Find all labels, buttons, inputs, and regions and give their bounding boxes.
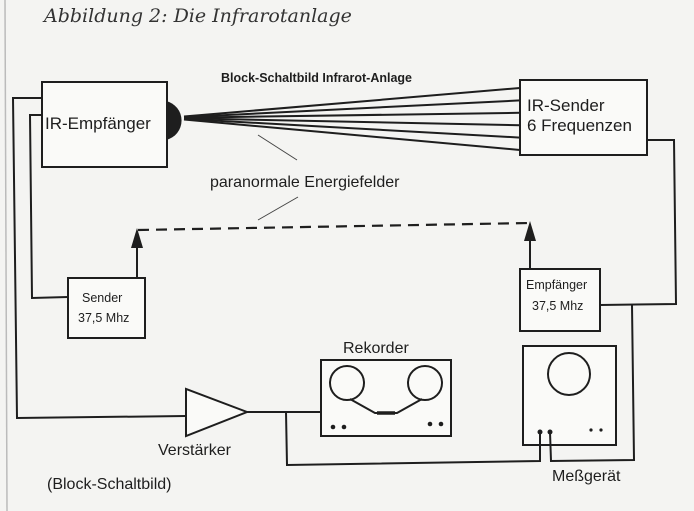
receiver-label-line1: Empfänger [526, 278, 587, 292]
ir-sender-label-line2: 6 Frequenzen [527, 116, 632, 135]
ir-receiver-block: IR-Empfänger [41, 81, 182, 168]
amplifier-label: Verstärker [158, 442, 232, 459]
ir-sensor-dome [166, 101, 182, 140]
sender-antenna-arrow [131, 228, 143, 248]
footer-label: (Block-Schaltbild) [47, 476, 171, 493]
recorder-block: Rekorder [320, 340, 452, 437]
ir-beams [183, 87, 521, 151]
wire-receiver-to-amplifier [11, 97, 187, 420]
wire-receiver-to-meter [549, 304, 636, 463]
ir-sender-block: IR-Sender 6 Frequenzen [519, 79, 648, 156]
ir-beam-5 [183, 117, 521, 139]
meter-block: Meßgerät [522, 345, 621, 485]
sender-label-line1: Sender [82, 291, 122, 305]
ir-receiver-label: IR-Empfänger [45, 114, 151, 133]
wire-amplifier-to-meter [285, 411, 541, 467]
amplifier-block: Verstärker [158, 387, 250, 459]
sender-label-line2: 37,5 Mhz [78, 311, 129, 325]
meter-label: Meßgerät [552, 468, 621, 485]
receiver-label-line2: 37,5 Mhz [532, 299, 583, 313]
wire-receiver-to-sender [28, 114, 69, 300]
energy-field-pointer-upper [257, 134, 298, 161]
wire-sender-to-receiver [599, 139, 678, 306]
ir-beam-4 [183, 117, 521, 127]
receiver-block: Empfänger 37,5 Mhz [519, 268, 601, 332]
ir-beam-6 [183, 118, 521, 151]
diagram-title: Block-Schaltbild Infrarot-Anlage [221, 71, 412, 85]
energy-field-pointer-lower [257, 196, 299, 221]
page-edge [4, 0, 8, 511]
figure-caption: Abbildung 2: Die Infrarotanlage [42, 5, 352, 27]
ir-beam-2 [183, 99, 521, 119]
ir-beam-3 [183, 111, 521, 119]
wireless-link-dashed [137, 221, 531, 232]
ir-beam-1 [183, 87, 521, 118]
recorder-label: Rekorder [343, 340, 409, 357]
sender-block: Sender 37,5 Mhz [67, 277, 146, 339]
receiver-antenna-arrow [524, 221, 536, 241]
ir-sender-label-line1: IR-Sender [527, 96, 605, 115]
energy-field-label: paranormale Energiefelder [210, 174, 400, 191]
